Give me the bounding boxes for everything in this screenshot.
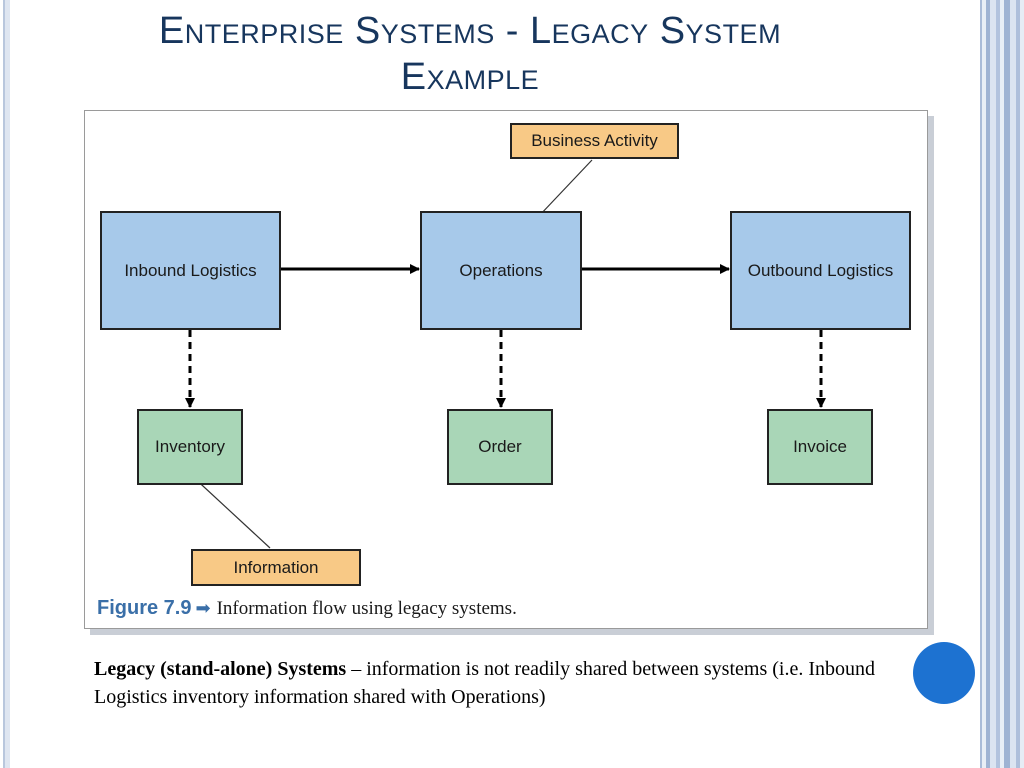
business-activity-callout: Business Activity (510, 123, 679, 159)
left-border-decoration (0, 0, 10, 768)
information-label: Information (233, 557, 319, 577)
title-line-1: Enterprise Systems - Legacy System (158, 10, 782, 52)
bold-term: Legacy (stand-alone) Systems (94, 658, 347, 680)
information-callout: Information (191, 549, 361, 586)
order-label: Order (478, 437, 522, 456)
inbound-logistics-node: Inbound Logistics (100, 211, 281, 330)
inventory-node: Inventory (137, 409, 243, 485)
invoice-label: Invoice (793, 437, 847, 456)
slide-title: Enterprise Systems - Legacy System Examp… (40, 8, 900, 100)
inventory-label: Inventory (155, 437, 225, 456)
figure-frame: Business Activity Inbound Logistics Oper… (84, 110, 928, 629)
right-border-decoration (976, 0, 1024, 768)
caption-text: Information flow using legacy systems. (216, 598, 517, 619)
invoice-node: Invoice (767, 409, 873, 485)
operations-label: Operations (459, 260, 543, 280)
title-line-2: Example (400, 56, 540, 98)
operations-node: Operations (420, 211, 582, 330)
caption-arrow-icon: ➡ (195, 598, 211, 618)
inbound-logistics-label: Inbound Logistics (124, 260, 257, 280)
information-leader-line (189, 473, 271, 549)
business-activity-label: Business Activity (531, 131, 658, 150)
figure-caption: Figure 7.9➡Information flow using legacy… (97, 597, 517, 620)
order-node: Order (447, 409, 553, 485)
outbound-logistics-node: Outbound Logistics (730, 211, 911, 330)
term-description: – information is not readily shared betw… (94, 658, 875, 708)
body-paragraph: Legacy (stand-alone) Systems – informati… (94, 655, 914, 711)
slide-decoration-circle (913, 642, 975, 704)
outbound-logistics-label: Outbound Logistics (747, 260, 894, 280)
figure-number: Figure 7.9 (97, 597, 192, 619)
diagram-connectors (185, 159, 826, 549)
